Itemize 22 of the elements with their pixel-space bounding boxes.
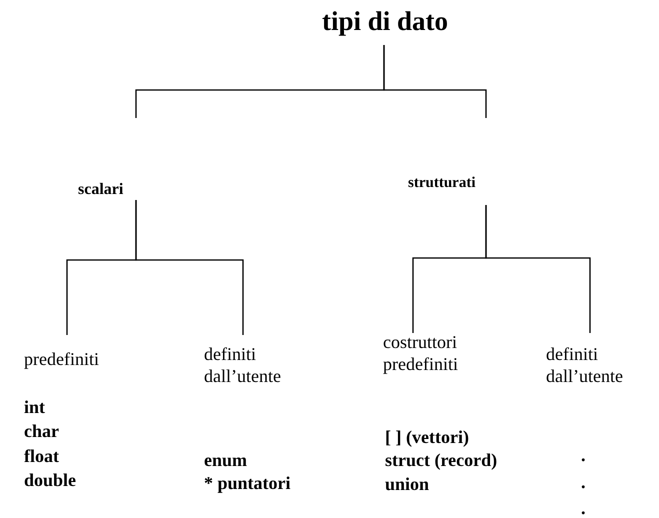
- node-label: strutturati: [408, 174, 476, 193]
- list-item-text: int: [24, 396, 46, 418]
- list-item-text: float: [24, 445, 59, 467]
- node-label: definiti dall’utente: [546, 343, 624, 387]
- list-item-text: .: [581, 444, 586, 466]
- node-label: costruttori predefiniti: [383, 331, 459, 375]
- list-item-text: .: [581, 471, 586, 493]
- node-label: definiti dall’utente: [204, 343, 282, 387]
- list-item-text: double: [24, 469, 76, 491]
- list-item-text: * puntatori: [204, 472, 291, 494]
- connector-line: [485, 205, 591, 333]
- list-item-text: .: [581, 497, 586, 518]
- connector-line: [135, 200, 244, 335]
- list-item-text: char: [24, 420, 59, 442]
- list-item-text: [ ] (vettori): [385, 426, 469, 448]
- connector-line: [383, 45, 487, 118]
- list-item-text: enum: [204, 449, 248, 471]
- node-label: tipi di dato: [322, 5, 448, 35]
- node-label: predefiniti: [24, 348, 99, 370]
- list-item-text: union: [385, 473, 430, 495]
- list-item-text: struct (record): [385, 449, 498, 471]
- node-label: scalari: [78, 180, 124, 200]
